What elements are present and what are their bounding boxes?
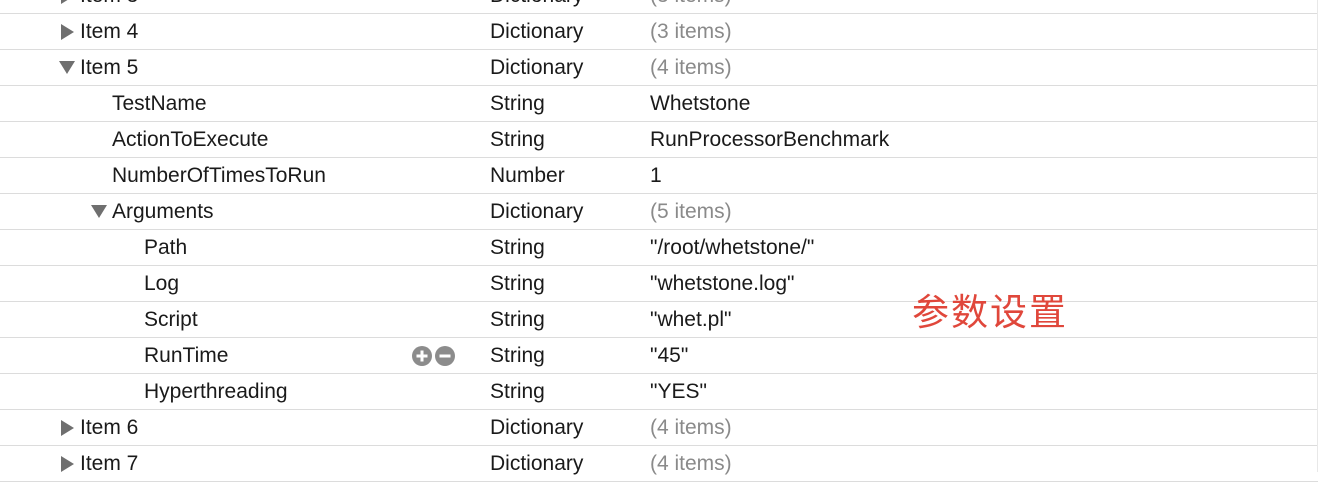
row-value: (3 items) xyxy=(650,0,732,13)
row-key: Item 6 xyxy=(80,416,139,439)
plist-row-item-5[interactable]: Item 5 Dictionary (4 items) xyxy=(0,50,1318,86)
plist-row-path[interactable]: Path String "/root/whetstone/" xyxy=(0,230,1318,266)
row-key[interactable]: TestName xyxy=(112,92,207,115)
plist-row-log[interactable]: Log String "whetstone.log" xyxy=(0,266,1318,302)
disclosure-triangle-collapsed-icon[interactable] xyxy=(56,14,78,49)
row-value[interactable]: "45" xyxy=(650,344,689,367)
row-type[interactable]: Dictionary xyxy=(490,20,584,43)
plist-row-item-7[interactable]: Item 7 Dictionary (4 items) xyxy=(0,446,1318,482)
plist-row-runtime[interactable]: RunTime String "45" xyxy=(0,338,1318,374)
plist-row-script[interactable]: Script String "whet.pl" xyxy=(0,302,1318,338)
annotation-label: 参数设置 xyxy=(912,291,1068,334)
row-value[interactable]: "/root/whetstone/" xyxy=(650,236,815,259)
disclosure-triangle-expanded-icon[interactable] xyxy=(88,194,110,229)
row-key: Item 4 xyxy=(80,20,139,43)
row-type[interactable]: Dictionary xyxy=(490,0,583,13)
row-value[interactable]: Whetstone xyxy=(650,92,751,115)
row-key[interactable]: RunTime xyxy=(144,344,229,367)
row-value[interactable]: 1 xyxy=(650,164,662,187)
plist-row-item-3[interactable]: Item 3 Dictionary (3 items) xyxy=(0,0,1318,14)
row-key[interactable]: Script xyxy=(144,308,198,331)
row-key[interactable]: Path xyxy=(144,236,188,259)
row-value: (3 items) xyxy=(650,20,732,43)
row-type[interactable]: String xyxy=(490,308,545,331)
row-value[interactable]: "whet.pl" xyxy=(650,308,732,331)
plist-row-arguments[interactable]: Arguments Dictionary (5 items) xyxy=(0,194,1318,230)
plist-row-testname[interactable]: TestName String Whetstone xyxy=(0,86,1318,122)
row-type[interactable]: Dictionary xyxy=(490,452,584,475)
row-value[interactable]: "whetstone.log" xyxy=(650,272,795,295)
row-key[interactable]: ActionToExecute xyxy=(112,128,269,151)
row-value: (4 items) xyxy=(650,452,732,475)
row-key[interactable]: Arguments xyxy=(112,200,214,223)
add-row-icon[interactable] xyxy=(412,346,432,366)
row-key: Item 7 xyxy=(80,452,139,475)
row-value: (4 items) xyxy=(650,416,732,439)
row-key[interactable]: Log xyxy=(144,272,180,295)
plist-row-item-4[interactable]: Item 4 Dictionary (3 items) xyxy=(0,14,1318,50)
row-type[interactable]: Number xyxy=(490,164,565,187)
disclosure-triangle-expanded-icon[interactable] xyxy=(56,50,78,85)
plist-row-hyperthreading[interactable]: Hyperthreading String "YES" xyxy=(0,374,1318,410)
row-type[interactable]: String xyxy=(490,128,545,151)
remove-row-icon[interactable] xyxy=(435,346,455,366)
row-key: Item 5 xyxy=(80,56,139,79)
row-value[interactable]: "YES" xyxy=(650,380,707,403)
row-type[interactable]: Dictionary xyxy=(490,56,584,79)
row-key[interactable]: NumberOfTimesToRun xyxy=(112,164,326,187)
row-type[interactable]: String xyxy=(490,272,545,295)
row-value[interactable]: RunProcessorBenchmark xyxy=(650,128,890,151)
row-type[interactable]: String xyxy=(490,92,545,115)
plist-row-actiontoexecute[interactable]: ActionToExecute String RunProcessorBench… xyxy=(0,122,1318,158)
row-type[interactable]: Dictionary xyxy=(490,416,584,439)
disclosure-triangle-collapsed-icon[interactable] xyxy=(56,446,78,481)
row-type[interactable]: String xyxy=(490,236,545,259)
row-value: (4 items) xyxy=(650,56,732,79)
row-value: (5 items) xyxy=(650,200,732,223)
row-key: Item 3 xyxy=(80,0,138,13)
disclosure-triangle-collapsed-icon[interactable] xyxy=(56,0,78,13)
disclosure-triangle-collapsed-icon[interactable] xyxy=(56,410,78,445)
plist-row-numberoftimestorun[interactable]: NumberOfTimesToRun Number 1 xyxy=(0,158,1318,194)
row-key[interactable]: Hyperthreading xyxy=(144,380,288,403)
row-type[interactable]: String xyxy=(490,380,545,403)
row-type[interactable]: Dictionary xyxy=(490,200,584,223)
row-actions xyxy=(412,346,455,366)
plist-row-item-6[interactable]: Item 6 Dictionary (4 items) xyxy=(0,410,1318,446)
row-type[interactable]: String xyxy=(490,344,545,367)
